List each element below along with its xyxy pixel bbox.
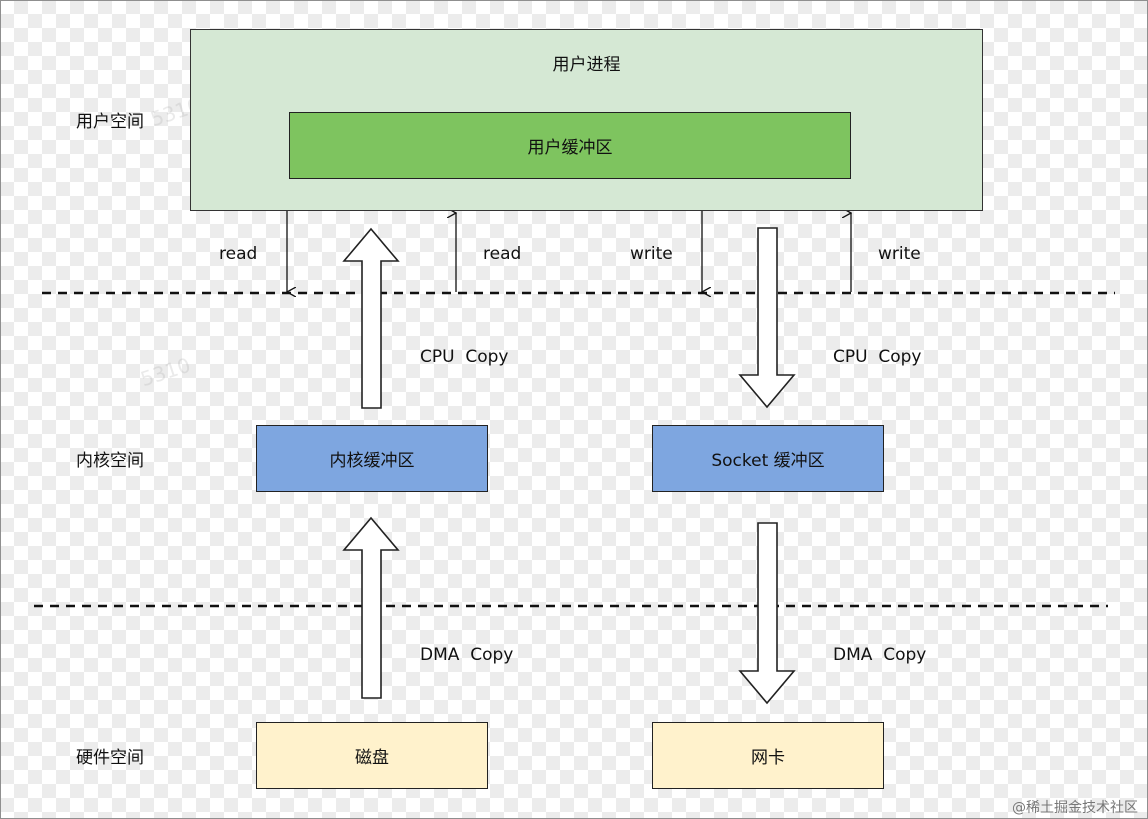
disk-label: 磁盘 <box>355 748 389 768</box>
read-up-label: read <box>483 244 522 264</box>
kernel-space-label: 内核空间 <box>76 451 144 471</box>
user-space-label: 用户空间 <box>76 112 144 132</box>
dma-copy-right-label: DMA Copy <box>833 645 927 665</box>
cpu-copy-up-arrow <box>342 227 400 409</box>
kernel-buffer-box: 内核缓冲区 <box>256 425 488 492</box>
disk-box: 磁盘 <box>256 722 488 789</box>
socket-buffer-box: Socket 缓冲区 <box>652 425 884 492</box>
nic-label: 网卡 <box>751 748 785 768</box>
nic-box: 网卡 <box>652 722 884 789</box>
dma-copy-up-arrow <box>342 516 400 699</box>
cpu-copy-left-label: CPU Copy <box>420 347 509 367</box>
cpu-copy-right-label: CPU Copy <box>833 347 922 367</box>
read-down-label: read <box>219 244 258 264</box>
source-watermark: @稀土掘金技术社区 <box>1012 800 1138 816</box>
kernel-buffer-label: 内核缓冲区 <box>329 451 415 471</box>
write-down-label: write <box>630 244 673 264</box>
socket-buffer-label: Socket 缓冲区 <box>711 451 825 471</box>
user-process-label: 用户进程 <box>552 55 621 75</box>
hardware-space-label: 硬件空间 <box>76 748 144 768</box>
user-buffer-label: 用户缓冲区 <box>527 138 613 158</box>
user-buffer-box: 用户缓冲区 <box>289 112 851 179</box>
dma-copy-left-label: DMA Copy <box>420 645 514 665</box>
dma-copy-down-arrow <box>738 522 796 705</box>
write-up-label: write <box>878 244 921 264</box>
cpu-copy-down-arrow <box>738 227 796 409</box>
